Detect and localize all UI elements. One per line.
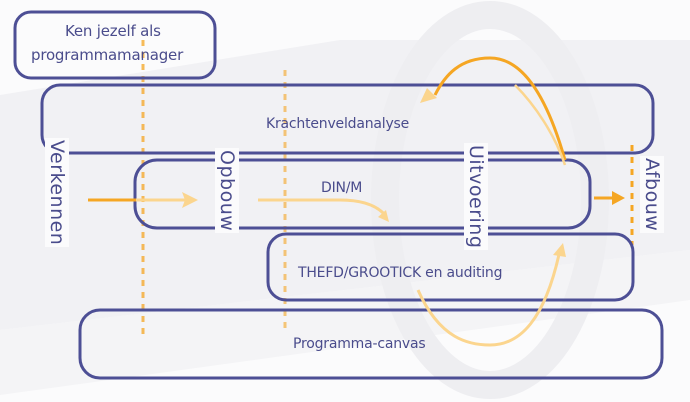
- loop-arrowhead-top: [420, 88, 437, 103]
- loop-arc-top: [433, 56, 567, 161]
- flow-arrow-dinm: [258, 198, 387, 217]
- box-self-line1: Ken jezelf als: [65, 22, 161, 40]
- flow-arrowhead-afbouw: [612, 191, 625, 205]
- flow-arrowhead-opbouw: [182, 192, 198, 208]
- phase-afbouw: Afbouw: [640, 156, 664, 234]
- box-self-line2: programmamanager: [31, 46, 184, 64]
- label-canvas: Programma-canvas: [293, 336, 426, 352]
- box-thefd: [266, 232, 635, 302]
- box-self: [13, 10, 217, 80]
- box-krachtenveld: [40, 83, 655, 155]
- label-thefd: THEFD/GROOTICK en auditing: [298, 265, 503, 281]
- phase-verkennen: Verkennen: [45, 138, 69, 248]
- background-shadow-lower: [0, 250, 690, 395]
- loop-arc-top-light: [514, 84, 567, 166]
- background-shadow-band: [0, 40, 690, 330]
- label-krachtenveld: Krachtenveldanalyse: [266, 116, 410, 132]
- flow-arrowhead-dinm: [378, 210, 389, 222]
- box-dinm: [133, 158, 592, 230]
- background-ring: [371, 1, 609, 399]
- phase-opbouw: Opbouw: [215, 148, 239, 234]
- loop-arrowhead-bottom: [553, 243, 566, 257]
- label-dinm: DIN/M: [321, 180, 363, 196]
- phase-uitvoering: Uitvoering: [464, 143, 488, 251]
- loop-arc-bottom: [416, 249, 562, 347]
- box-canvas: [78, 308, 664, 380]
